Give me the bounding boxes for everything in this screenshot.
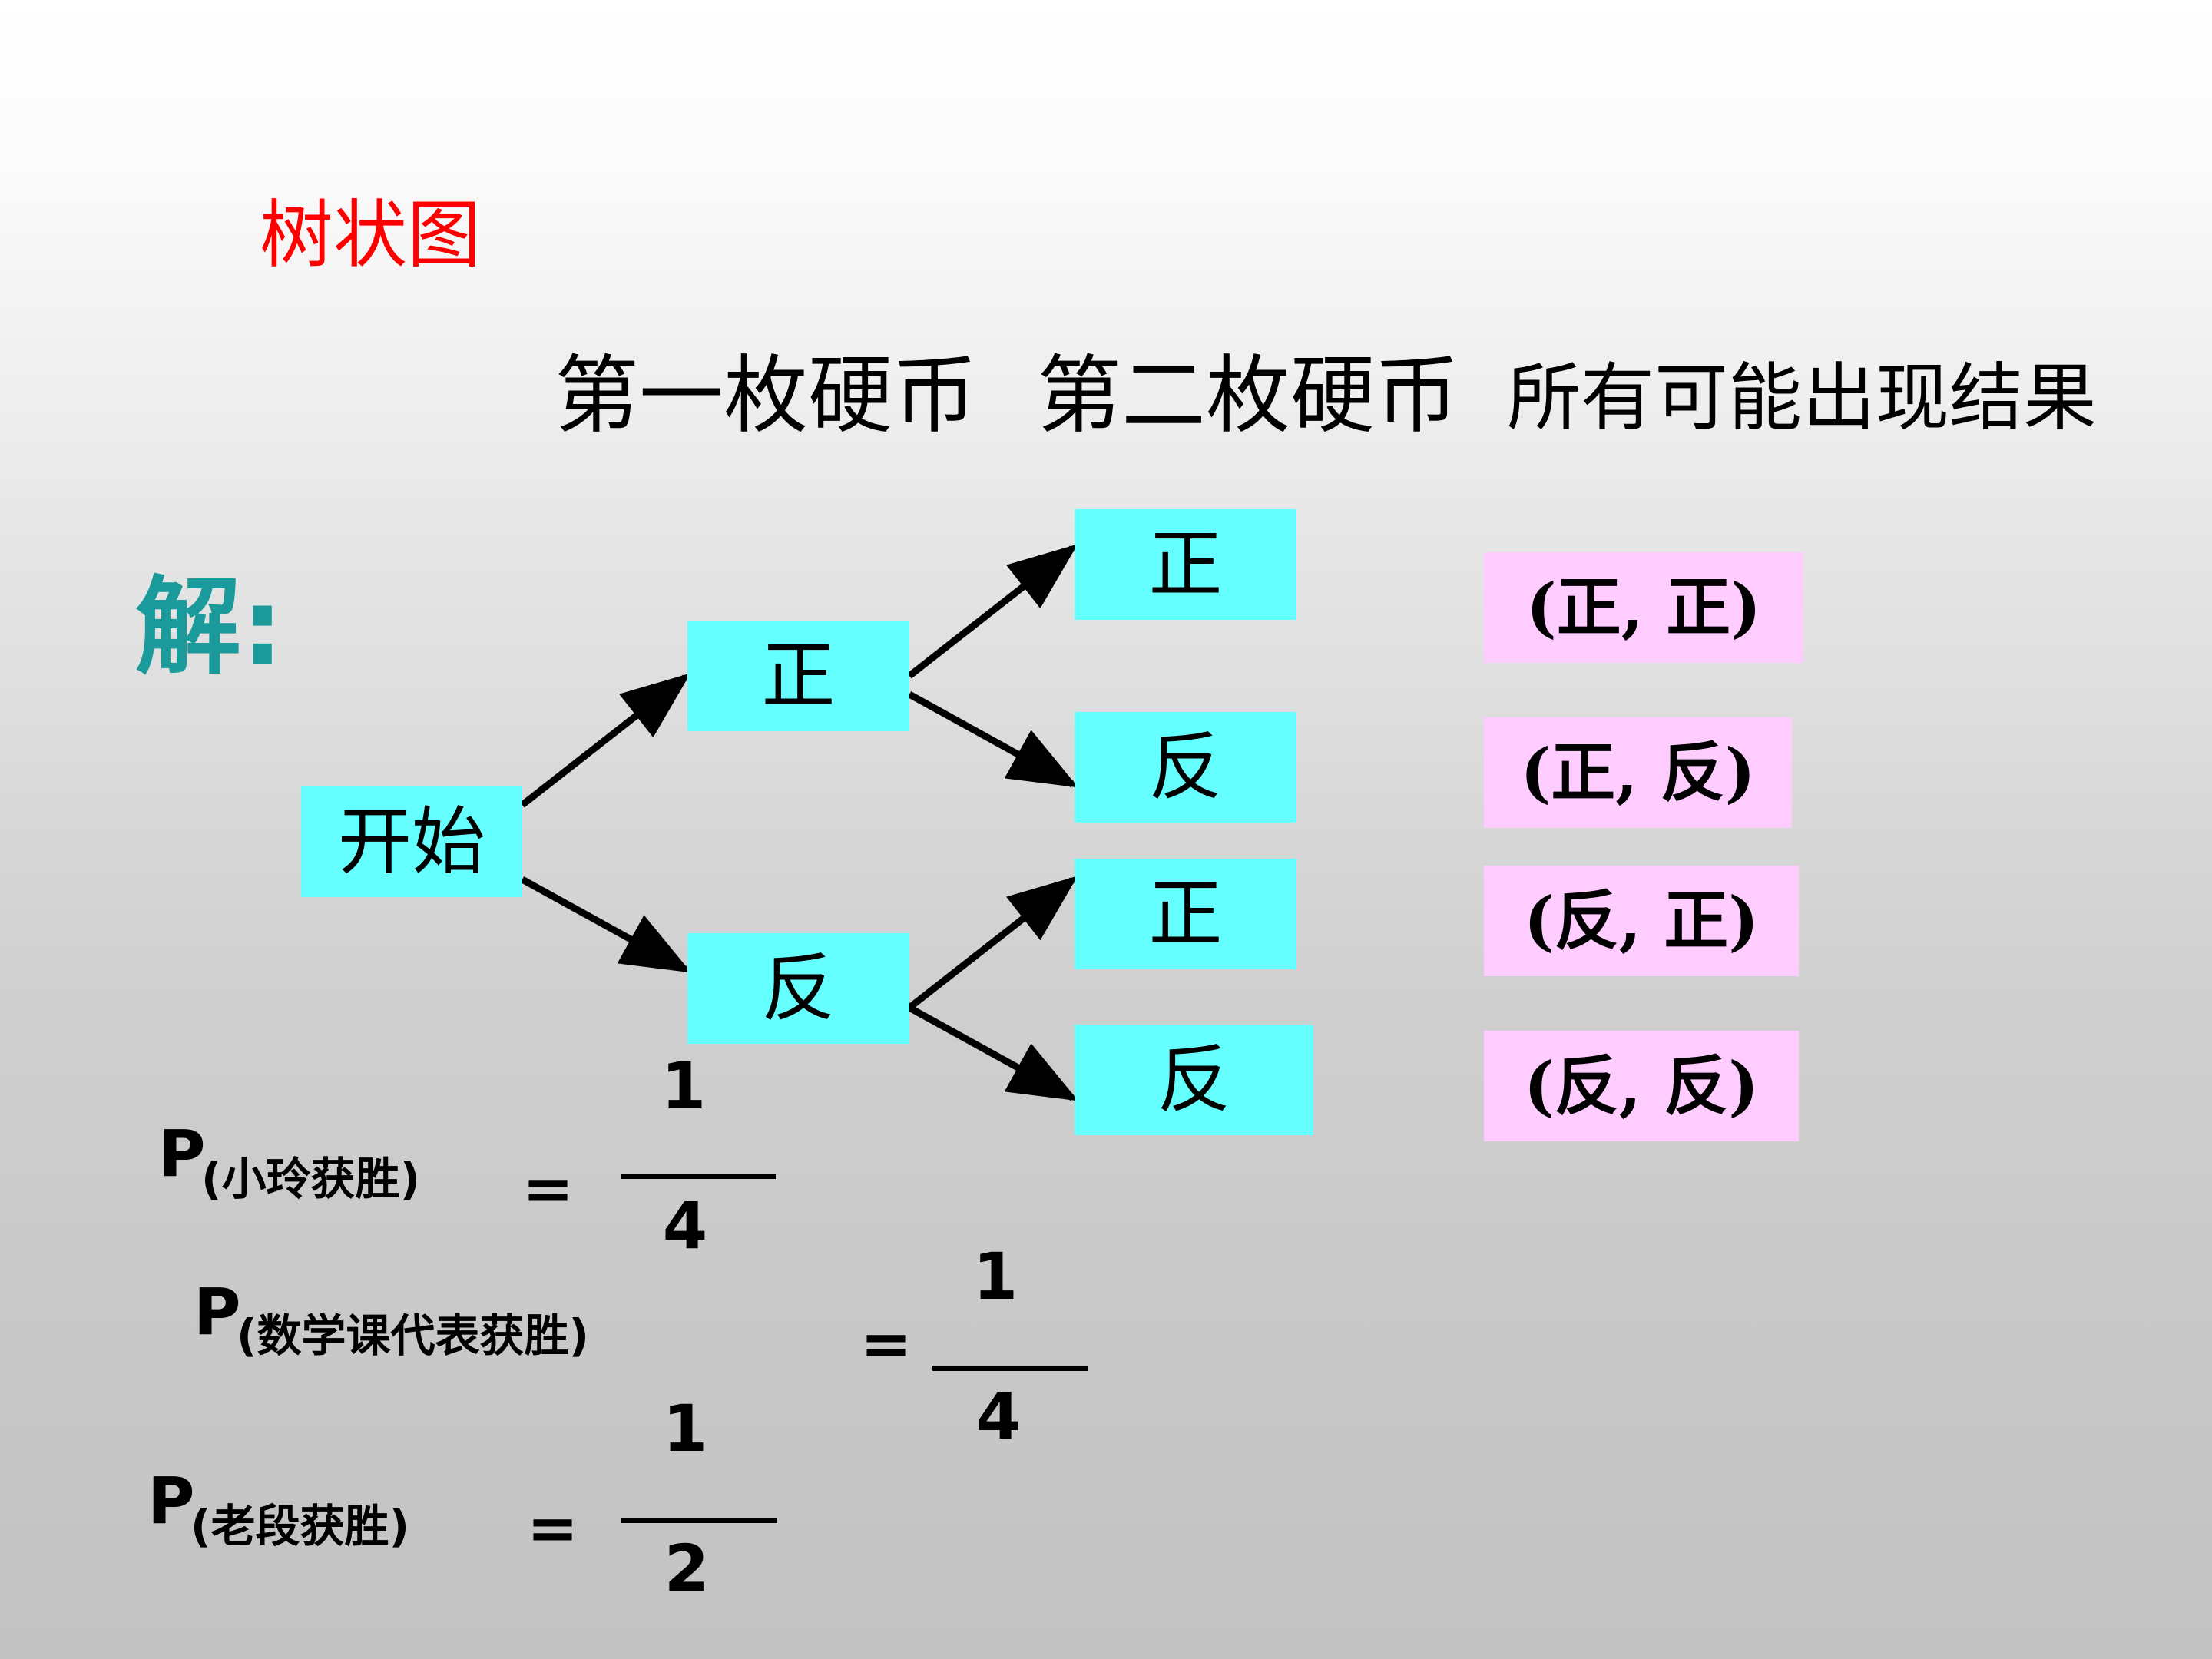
prob-3-equals: = (527, 1492, 579, 1564)
node-second-heads-1: 正 (1075, 509, 1296, 620)
prob-3-numerator: 1 (662, 1391, 708, 1466)
edge-heads-heads (907, 544, 1078, 679)
outcome-heads-heads: (正, 正) (1484, 552, 1803, 663)
edge-heads-tails (907, 691, 1078, 788)
prob-2-equals: = (860, 1308, 912, 1379)
prob-3-symbol: P (147, 1463, 195, 1538)
prob-3-fraction-bar (621, 1518, 777, 1523)
prob-2-denominator: 4 (975, 1379, 1022, 1454)
node-first-heads: 正 (687, 621, 909, 731)
prob-2-event: (数学课代表获胜) (237, 1310, 590, 1362)
node-first-tails: 反 (687, 933, 909, 1044)
prob-1-fraction-bar (621, 1174, 776, 1179)
slide-title: 树状图 (260, 192, 481, 278)
prob-1-equals: = (522, 1153, 575, 1224)
node-second-heads-2: 正 (1075, 859, 1296, 969)
prob-1-denominator: 4 (662, 1188, 708, 1263)
prob-1-symbol: P (158, 1116, 206, 1191)
outcome-tails-heads: (反, 正) (1484, 866, 1799, 976)
edge-tails-heads (907, 876, 1078, 1011)
header-outcomes: 所有可能出现结果 (1507, 355, 2097, 441)
header-second-coin: 第二枚硬币 (1037, 346, 1459, 445)
edge-root-heads (520, 673, 691, 808)
prob-1-numerator: 1 (661, 1048, 707, 1124)
edge-tails-tails (907, 1005, 1078, 1101)
prob-3-denominator: 2 (664, 1531, 710, 1606)
node-second-tails-1: 反 (1075, 712, 1296, 823)
node-second-tails-2: 反 (1075, 1025, 1313, 1135)
prob-3-event: (老段获胜) (190, 1500, 410, 1552)
prob-2-symbol: P (194, 1274, 241, 1349)
solution-label: 解: (135, 565, 284, 689)
prob-2-fraction-bar (932, 1366, 1088, 1371)
outcome-heads-tails: (正, 反) (1484, 717, 1792, 828)
outcome-tails-tails: (反, 反) (1484, 1031, 1799, 1141)
header-first-coin: 第一枚硬币 (555, 346, 977, 445)
prob-2-numerator: 1 (972, 1239, 1018, 1314)
edge-root-tails (520, 876, 691, 973)
node-start: 开始 (301, 786, 522, 897)
prob-1-event: (小玲获胜) (201, 1153, 421, 1205)
